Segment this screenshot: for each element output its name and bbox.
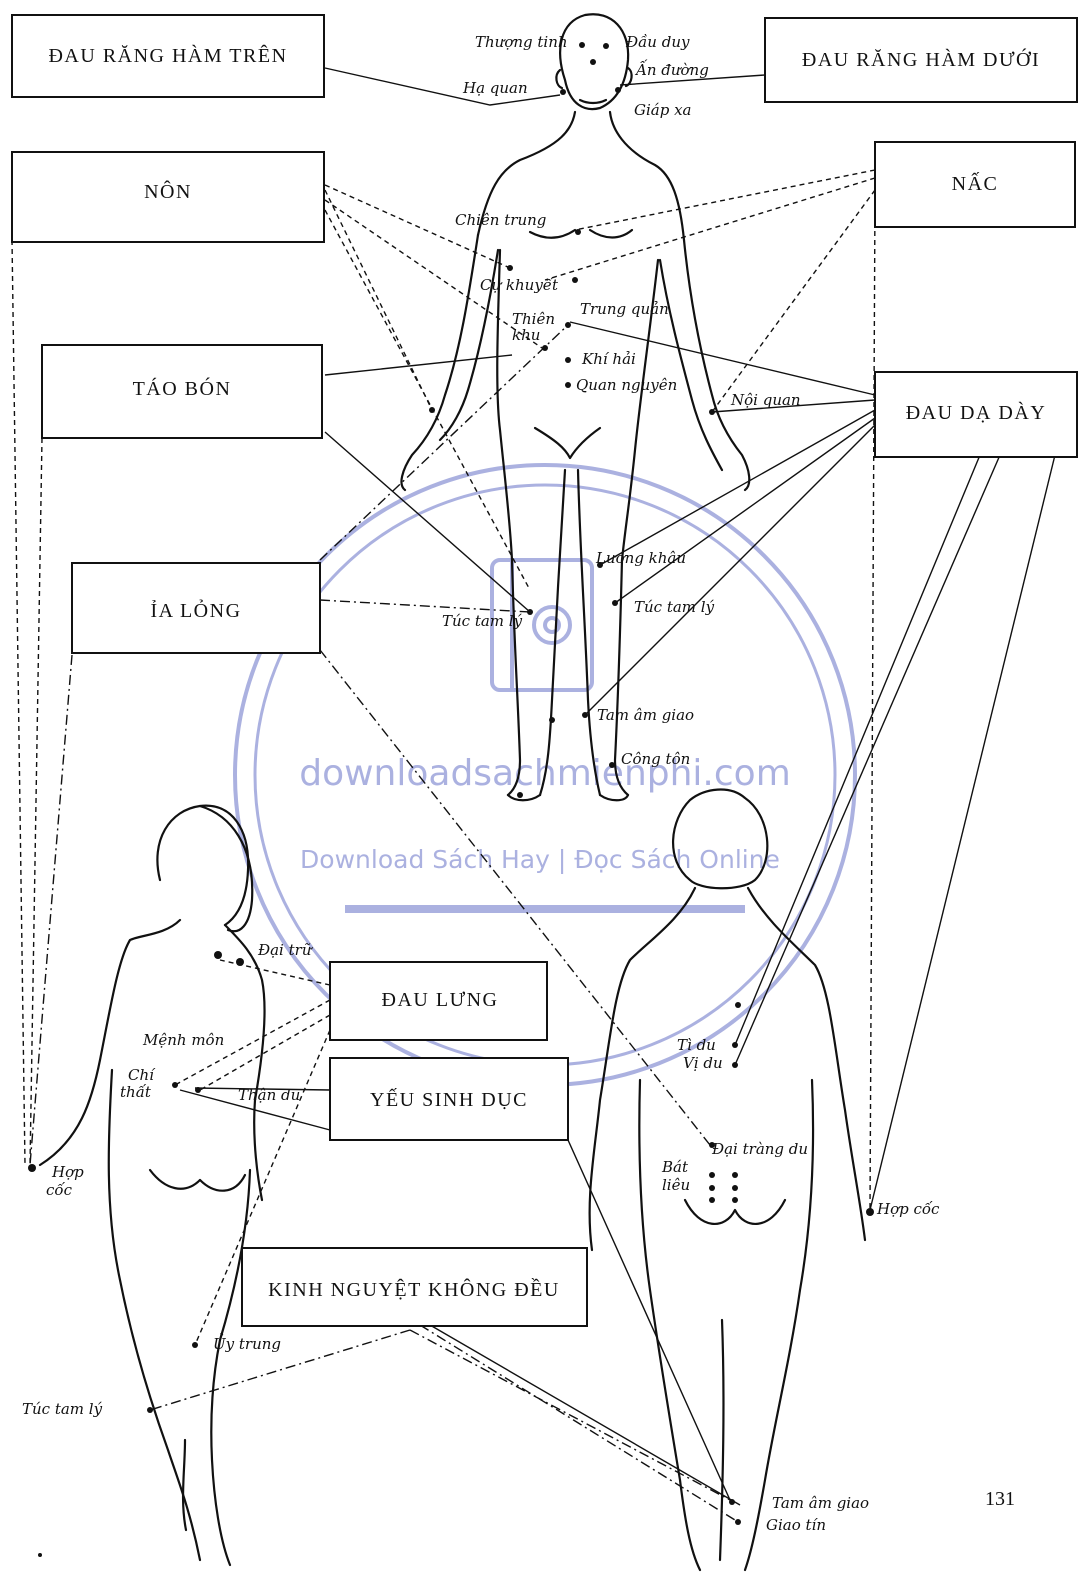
label-tuc-tam-ly-back: Túc tam lý [22, 1400, 103, 1418]
label-noi-quan: Nội quan [730, 391, 801, 409]
label-chi-that-2: thất [120, 1083, 152, 1101]
label-quan-nguyen: Quan nguyên [576, 376, 677, 394]
box-label: ỈA LỎNG [150, 599, 241, 622]
label-ha-quan: Hạ quan [462, 79, 528, 97]
label-giao-tin: Giao tín [766, 1516, 826, 1534]
label-thuong-tinh: Thượng tinh [475, 33, 568, 51]
label-luong-khau: Lương khâu [595, 549, 686, 567]
label-chi-that-1: Chí [128, 1066, 156, 1084]
label-ti-du: Tì du [677, 1036, 716, 1054]
box-dau-rang-ham-duoi: ĐAU RĂNG HÀM DƯỚI [765, 18, 1077, 102]
label-dai-trang-du: Đại tràng du [711, 1140, 808, 1158]
box-label: ĐAU RĂNG HÀM TRÊN [48, 44, 287, 67]
box-ia-long: ỈA LỎNG [72, 563, 320, 653]
box-label: ĐAU DẠ DÀY [906, 401, 1047, 424]
label-giap-xa: Giáp xa [634, 101, 692, 119]
label-hop-coc-left-2: cốc [46, 1181, 73, 1199]
box-label: TÁO BÓN [133, 376, 232, 400]
box-kinh-nguyet: KINH NGUYỆT KHÔNG ĐỀU [242, 1248, 587, 1326]
box-tao-bon: TÁO BÓN [42, 345, 322, 438]
box-label: ĐAU LƯNG [382, 989, 499, 1011]
label-tam-am-giao-front: Tam âm giao [597, 706, 694, 724]
page-number: 131 [985, 1488, 1015, 1510]
label-hop-coc-left-1: Hợp [51, 1163, 84, 1181]
label-than-du: Thận du [238, 1086, 300, 1104]
box-dau-lung: ĐAU LƯNG [330, 962, 547, 1040]
box-non: NÔN [12, 152, 324, 242]
label-tuc-tam-ly-front-right: Túc tam lý [634, 598, 715, 616]
box-dau-rang-ham-tren: ĐAU RĂNG HÀM TRÊN [12, 15, 324, 97]
label-khi-hai: Khí hải [581, 350, 636, 368]
box-label: ĐAU RĂNG HÀM DƯỚI [802, 47, 1040, 71]
label-bat-lieu-1: Bát [661, 1158, 689, 1176]
box-dau-da-day: ĐAU DẠ DÀY [875, 372, 1077, 457]
box-yeu-sinh-duc: YẾU SINH DỤC [330, 1058, 568, 1140]
label-trung-quan: Trung quản [580, 300, 669, 318]
label-cu-khuyet: Cự khuyết [480, 276, 559, 294]
label-bat-lieu-2: liêu [662, 1176, 690, 1194]
box-label: NÔN [144, 179, 192, 203]
label-dau-duy: Đầu duy [625, 33, 690, 51]
front-figure [401, 14, 749, 800]
label-vi-du: Vị du [683, 1054, 723, 1072]
label-cong-ton: Công tôn [621, 750, 690, 768]
label-an-duong: Ấn đường [634, 59, 709, 79]
watermark-tagline: Download Sách Hay | Đọc Sách Online [300, 845, 780, 874]
label-hop-coc-right: Hợp cốc [876, 1200, 940, 1218]
box-label: KINH NGUYỆT KHÔNG ĐỀU [268, 1277, 560, 1301]
box-nac: NẤC [875, 142, 1075, 227]
label-thien-khu-2: khu [512, 326, 540, 344]
box-label: NẤC [952, 171, 999, 195]
label-tam-am-giao-back: Tam âm giao [772, 1494, 869, 1512]
label-menh-mon: Mệnh môn [142, 1031, 224, 1049]
box-label: YẾU SINH DỤC [370, 1087, 528, 1111]
label-tuc-tam-ly-front-left: Túc tam lý [442, 612, 523, 630]
label-chien-trung: Chiên trung [455, 211, 546, 229]
label-dai-tru: Đại trữ [257, 941, 313, 959]
back-left-figure [40, 806, 264, 1565]
label-uy-trung: Ủy trung [213, 1333, 281, 1353]
